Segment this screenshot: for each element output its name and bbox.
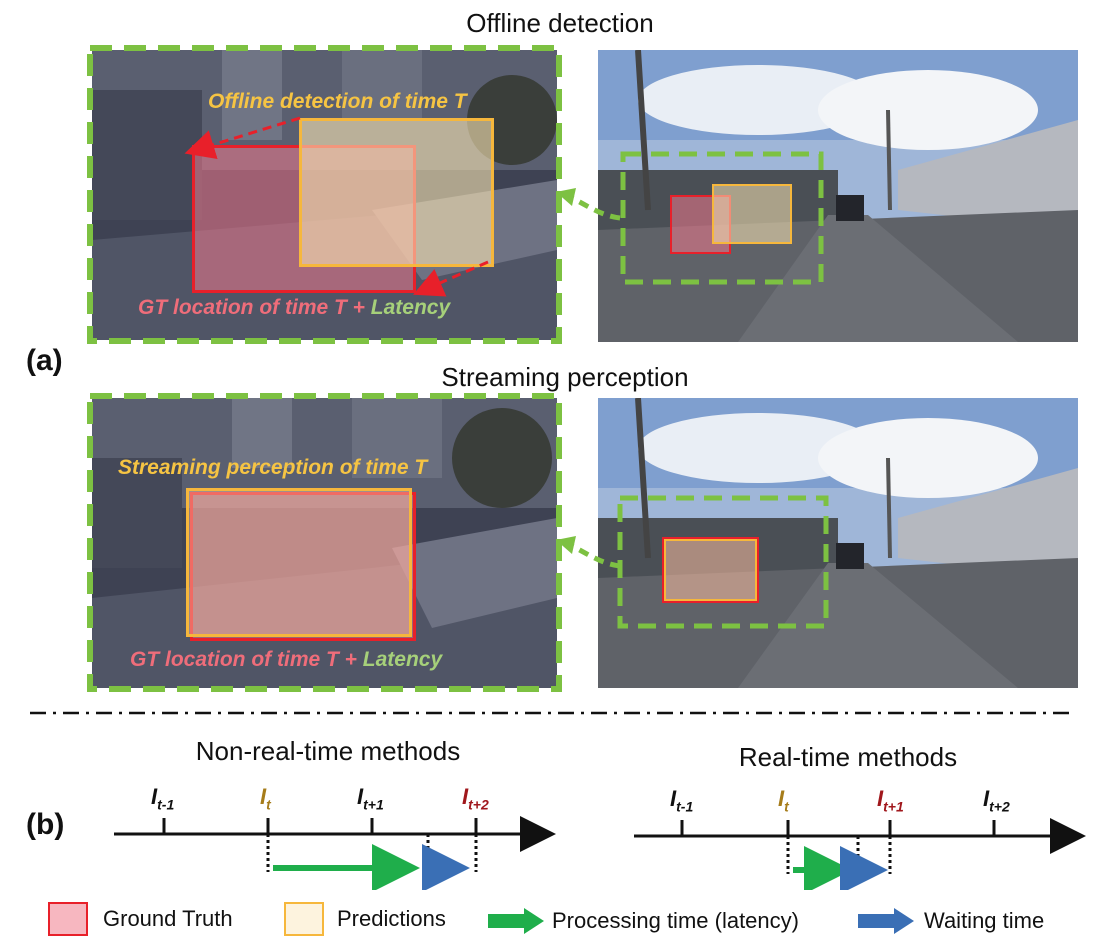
offline-scene-pred-box	[712, 184, 792, 244]
streaming-perception-title: Streaming perception	[441, 362, 689, 392]
streaming-gt-label: GT location of time T + Latency	[130, 648, 442, 672]
nrt-frame-t: It	[260, 784, 271, 813]
streaming-gt-label-latency: Latency	[362, 648, 443, 671]
legend-ground-truth-label: Ground Truth	[103, 906, 233, 931]
rt-frame-t-minus-1: It-1	[670, 786, 694, 815]
offline-detection-title: Offline detection	[466, 8, 654, 38]
legend-waiting-arrow	[858, 908, 914, 934]
rt-frame-t: It	[778, 786, 789, 815]
offline-zoom-photo	[92, 50, 557, 340]
realtime-timeline	[634, 818, 1086, 890]
legend-processing-arrow	[488, 908, 544, 934]
nrt-frame-t-plus-1: It+1	[357, 784, 384, 813]
offline-gt-label-prefix: GT location of time T +	[138, 296, 371, 319]
streaming-gt-box	[190, 492, 416, 641]
part-b-label: (b)	[26, 808, 65, 841]
rt-frame-t-plus-2: It+2	[983, 786, 1010, 815]
streaming-scene-box	[662, 537, 759, 603]
offline-gt-label-latency: Latency	[370, 296, 451, 319]
rt-frame-t-plus-1: It+1	[877, 786, 904, 815]
legend-predictions-label: Predictions	[337, 906, 446, 931]
part-a-label: (a)	[26, 344, 63, 377]
legend-ground-truth-swatch	[48, 902, 88, 936]
streaming-pred-box	[186, 488, 412, 637]
offline-connector-arrow	[556, 188, 621, 221]
realtime-title: Real-time methods	[738, 742, 958, 772]
nrt-frame-t-minus-1: It-1	[151, 784, 175, 813]
section-separator	[30, 711, 1075, 715]
streaming-connector-arrow	[556, 536, 621, 569]
offline-gt-label: GT location of time T + Latency	[138, 296, 450, 320]
streaming-scene-dashed-roi	[617, 495, 829, 629]
legend-processing-label: Processing time (latency)	[552, 908, 799, 933]
offline-pred-box	[299, 118, 494, 267]
legend-predictions-swatch	[284, 902, 324, 936]
legend-waiting-label: Waiting time	[924, 908, 1045, 933]
offline-offset-arrows	[184, 116, 489, 297]
streaming-pred-label: Streaming perception of time T	[118, 456, 428, 479]
offline-scene-dashed-roi	[620, 151, 824, 285]
nrt-frame-t-plus-2: It+2	[462, 784, 489, 813]
streaming-gt-label-prefix: GT location of time T +	[130, 648, 363, 671]
offline-pred-label: Offline detection of time T	[208, 90, 467, 113]
non-realtime-title: Non-real-time methods	[195, 736, 461, 766]
non-realtime-timeline	[114, 816, 556, 890]
